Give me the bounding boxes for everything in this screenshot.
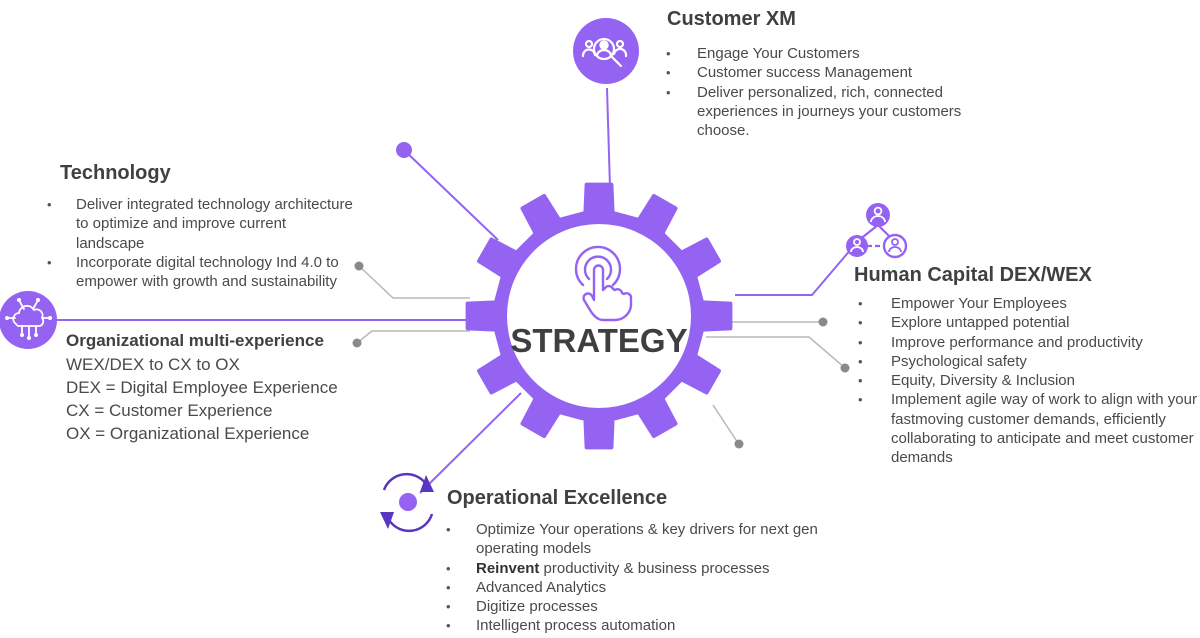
connector-technology — [403, 149, 499, 241]
list-item: Explore untapped potential — [854, 313, 1200, 333]
connector-bottom-right — [712, 404, 739, 444]
human-capital-list: Empower Your Employees Explore untapped … — [854, 294, 1200, 468]
human-capital-title: Human Capital DEX/WEX — [854, 264, 1092, 286]
technology-list: Deliver integrated technology architectu… — [47, 195, 358, 292]
list-item: Digitize processes — [446, 597, 827, 617]
cycle-arrows-icon — [380, 472, 434, 533]
list-item: Equity, Diversity & Inclusion — [854, 371, 1200, 391]
technology-section: Technology Deliver integrated technology… — [47, 162, 358, 292]
list-item: Reinvent productivity & business process… — [446, 559, 827, 579]
dot-bottom-right — [734, 439, 744, 449]
technology-title: Technology — [60, 162, 171, 184]
strategy-gear — [465, 182, 733, 450]
list-item: Customer success Management — [666, 63, 987, 83]
list-item: Improve performance and productivity — [854, 333, 1200, 353]
reinvent-label: Reinvent — [476, 559, 540, 577]
connector-human-capital — [735, 247, 853, 296]
org-line: WEX/DEX to CX to OX — [66, 355, 240, 374]
list-item: Engage Your Customers — [666, 44, 987, 64]
connector-org-grey — [356, 330, 470, 344]
people-network-icon — [846, 203, 908, 259]
customer-xm-list: Engage Your Customers Customer success M… — [666, 44, 987, 141]
list-item: Deliver personalized, rich, connected ex… — [666, 83, 987, 141]
org-line: CX = Customer Experience — [66, 401, 273, 420]
connector-operational — [419, 392, 522, 494]
connector-customer-xm — [606, 87, 611, 189]
customer-search-icon — [573, 18, 639, 84]
list-item: Optimize Your operations & key drivers f… — [446, 520, 827, 559]
purple-connectors — [40, 87, 853, 494]
customer-xm-section: Customer XM Engage Your Customers Custom… — [666, 8, 987, 141]
list-item: Incorporate digital technology Ind 4.0 t… — [47, 253, 358, 292]
list-item: Advanced Analytics — [446, 578, 827, 598]
org-line: DEX = Digital Employee Experience — [66, 378, 338, 397]
human-capital-section: Human Capital DEX/WEX Empower Your Emplo… — [854, 264, 1200, 468]
org-multi-experience-section: Organizational multi-experience WEX/DEX … — [66, 331, 406, 445]
list-item: Implement agile way of work to align wit… — [854, 390, 1200, 467]
dot-right-upper — [818, 317, 828, 327]
operational-list: Optimize Your operations & key drivers f… — [446, 520, 827, 636]
customer-xm-title: Customer XM — [667, 8, 796, 30]
center-label: STRATEGY — [510, 322, 687, 359]
org-title: Organizational multi-experience — [66, 331, 324, 350]
list-item: Empower Your Employees — [854, 294, 1200, 314]
org-line: OX = Organizational Experience — [66, 424, 310, 443]
connector-right-lower — [706, 336, 845, 368]
dot-org-grey — [352, 338, 362, 348]
tap-touch-icon — [574, 245, 633, 322]
list-item: Intelligent process automation — [446, 616, 827, 636]
list-item: Psychological safety — [854, 352, 1200, 372]
cloud-network-icon — [0, 291, 57, 349]
connector-technology-grey — [358, 265, 470, 299]
dot-right-lower — [840, 363, 850, 373]
operational-title: Operational Excellence — [447, 487, 668, 509]
gear-hub — [507, 224, 691, 408]
technology-node-dot — [396, 142, 412, 158]
reinvent-text: productivity & business processes — [543, 559, 770, 577]
list-item: Deliver integrated technology architectu… — [47, 195, 358, 253]
operational-excellence-section: Operational Excellence Optimize Your ope… — [446, 487, 827, 636]
